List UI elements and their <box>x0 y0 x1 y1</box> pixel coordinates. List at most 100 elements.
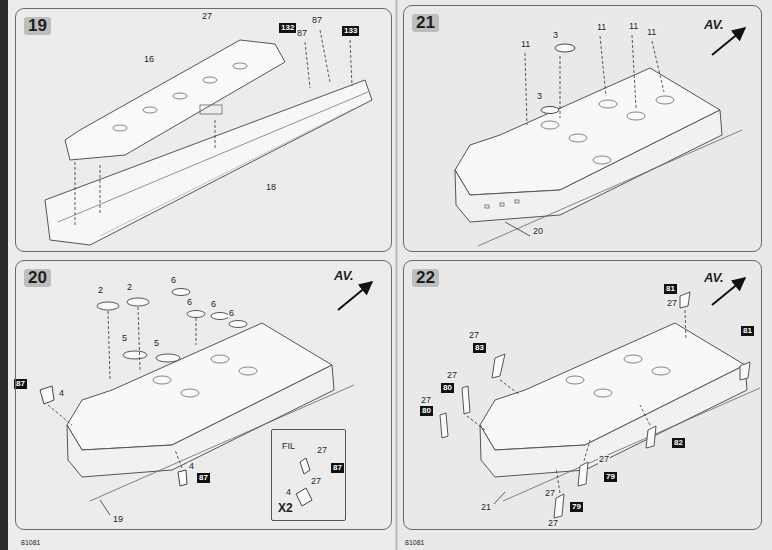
part-number-tag: 80 <box>420 406 433 416</box>
deck-fitting <box>566 376 584 384</box>
deck-fitting <box>211 355 229 363</box>
callout-number: 6 <box>186 298 193 307</box>
deck-side <box>455 110 722 222</box>
callout-number: 2 <box>126 283 133 292</box>
callout-number: 19 <box>112 515 124 524</box>
leader-line <box>600 36 606 96</box>
leader-line <box>556 468 560 493</box>
deck-fitting <box>569 134 587 142</box>
panel-step-number: 21 <box>412 14 439 32</box>
deck-details <box>485 96 674 208</box>
callout-number: 4 <box>58 389 65 398</box>
small-part <box>646 426 656 448</box>
leader-line <box>305 42 310 88</box>
step-panel: 22AV. <box>403 260 762 530</box>
leader-line <box>75 162 76 225</box>
direction-label: AV. <box>704 18 724 32</box>
deck-fitting <box>113 125 127 131</box>
deck-fitting <box>239 367 257 375</box>
deck-fitting <box>153 376 171 384</box>
callout-number: 3 <box>552 31 559 40</box>
deck-fitting <box>203 77 217 83</box>
panel-step-number: 20 <box>24 269 51 287</box>
hull-line <box>478 130 742 246</box>
callout-number: 11 <box>646 28 657 37</box>
deck-fitting <box>656 96 674 104</box>
hull <box>45 80 372 245</box>
davit-part <box>178 470 187 486</box>
deck-details <box>153 355 257 397</box>
leader-line <box>48 405 72 425</box>
hull-line <box>90 385 354 501</box>
leader-line <box>100 165 101 215</box>
deck-side <box>67 365 334 477</box>
leader-line <box>500 380 520 395</box>
callout-number: 11 <box>596 23 607 32</box>
callout-number: 21 <box>480 503 492 512</box>
callout-number: 20 <box>532 227 544 236</box>
callout-number: 87 <box>296 29 308 38</box>
deck-fitting <box>652 367 670 375</box>
part-number-tag: 80 <box>441 383 454 393</box>
leader-lines <box>525 35 664 125</box>
callout-number: 27 <box>468 331 480 340</box>
deck-assembly <box>480 323 747 477</box>
small-part <box>740 362 750 380</box>
callout-number: 27 <box>544 489 556 498</box>
panel-step-number: 19 <box>24 17 51 35</box>
part-number-tag: 83 <box>473 343 486 353</box>
part-number-tag: 81 <box>664 284 677 294</box>
callout-number: 6 <box>228 309 235 318</box>
deck-details <box>566 355 670 397</box>
part-number-tag: 87 <box>331 463 344 473</box>
boat-part <box>97 302 119 310</box>
leader-line <box>100 500 110 515</box>
callout-number: 3 <box>536 92 543 101</box>
part-number-tag: 133 <box>342 26 359 36</box>
callout-number: 27 <box>201 12 213 21</box>
callout-number: 2 <box>97 286 104 295</box>
leader-line <box>138 307 140 370</box>
part-number-tag: 132 <box>279 23 296 33</box>
callout-number: 27 <box>446 371 458 380</box>
callout-number: 11 <box>628 22 639 31</box>
callout-number: 27 <box>420 396 432 405</box>
boat-part <box>127 298 149 306</box>
quantity-label: X2 <box>278 502 293 515</box>
callout-number: 4 <box>188 462 195 471</box>
step-panel: 21 AV. <box>403 5 762 252</box>
callout-number: 27 <box>310 477 322 486</box>
boat-part <box>172 289 190 296</box>
part-number-tag: 82 <box>672 438 685 448</box>
deck-fitting <box>627 112 645 120</box>
leader-line <box>560 56 561 118</box>
leader-line <box>584 440 590 461</box>
part-number-tag: 87 <box>197 473 210 483</box>
boat-parts <box>97 289 247 363</box>
callout-number: 27 <box>547 519 559 528</box>
deck-part <box>65 40 285 160</box>
right-page <box>397 0 772 550</box>
leader-line <box>640 405 650 425</box>
direction-label: AV. <box>704 271 724 285</box>
fitting-parts <box>440 292 750 518</box>
leader-line <box>175 450 182 468</box>
leader-lines <box>48 307 196 468</box>
boat-part <box>156 354 180 362</box>
deck-fitting <box>599 100 617 108</box>
callout-number: 6 <box>210 300 217 309</box>
callout-number: 27 <box>316 446 328 455</box>
leader-line <box>525 53 527 125</box>
boat-part <box>123 351 147 359</box>
page-fold <box>396 0 398 550</box>
deck-fitting <box>143 107 157 113</box>
small-part <box>578 462 588 486</box>
porthole <box>485 205 489 208</box>
direction-label: AV. <box>334 269 354 283</box>
boat-part <box>229 321 247 328</box>
part-number-tag: 79 <box>570 502 583 512</box>
deck-fitting <box>624 355 642 363</box>
